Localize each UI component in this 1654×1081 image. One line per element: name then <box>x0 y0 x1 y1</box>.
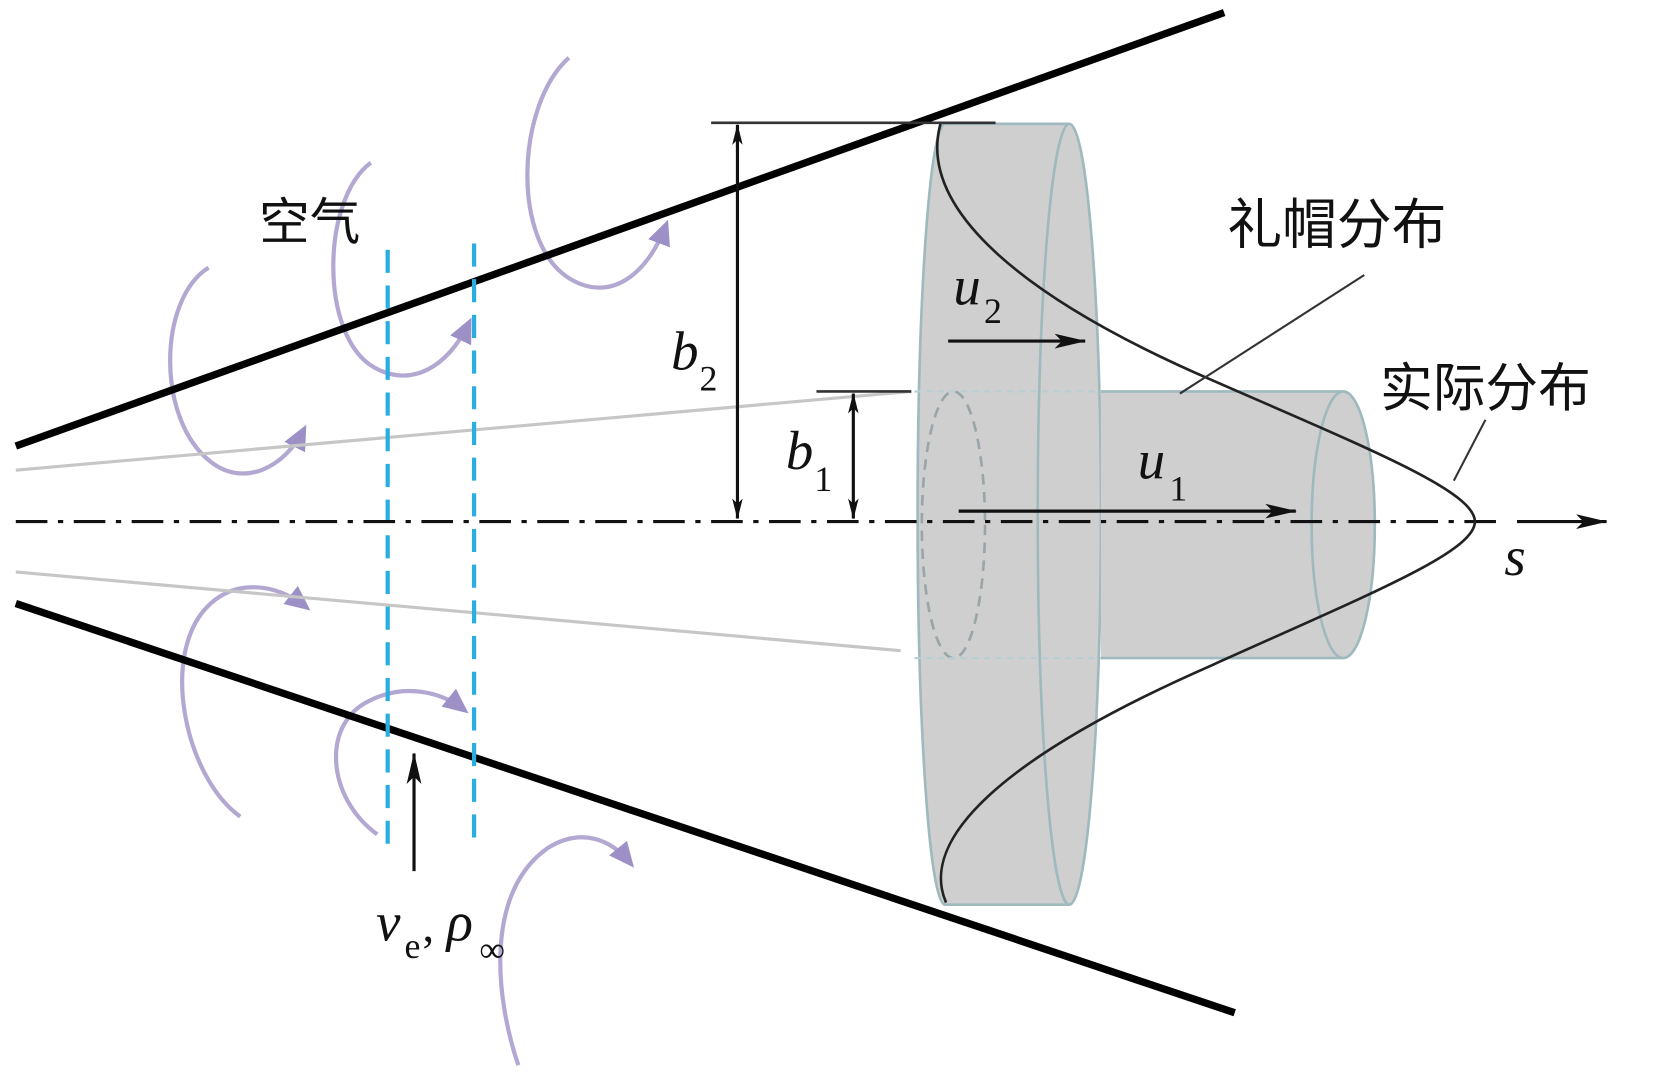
b2-subscript: 2 <box>700 358 718 398</box>
rho-subscript: ∞ <box>479 929 505 969</box>
b1-label: b <box>786 420 813 481</box>
b1-subscript: 1 <box>814 459 832 499</box>
actual-leader-line <box>1452 419 1487 482</box>
inner-cylinder <box>1100 390 1377 660</box>
air-label: 空气 <box>259 193 360 250</box>
outer-cylinder <box>916 122 1103 906</box>
outer-cylinder-right-face <box>1036 122 1103 906</box>
ve-subscript: e <box>405 926 421 966</box>
entrainment-arrows <box>168 56 670 1066</box>
actual-distribution-curve <box>936 122 1477 904</box>
tophat-leader-line <box>1179 274 1365 395</box>
entrainment-arrow <box>331 160 472 378</box>
rho-label: ρ <box>445 891 473 952</box>
entrainment-arrow <box>525 56 670 290</box>
beam-edge-upper <box>15 389 912 472</box>
u2-subscript: 2 <box>984 291 1002 331</box>
b2-label: b <box>671 321 698 382</box>
ve-label: v <box>376 891 401 952</box>
jet-boundary-upper <box>14 9 1226 450</box>
tophat-distribution-label: 礼帽分布 <box>1227 195 1446 256</box>
beam-edge-lower <box>15 570 901 653</box>
entrainment-arrow <box>334 688 469 837</box>
actual-distribution-label: 实际分布 <box>1380 359 1591 418</box>
u1-label: u <box>1138 430 1165 491</box>
jet-boundary-lower <box>14 599 1236 1017</box>
s-axis-label: s <box>1504 526 1525 587</box>
u2-label: u <box>953 255 980 316</box>
inner-cylinder-right-face <box>1310 390 1377 660</box>
label-separator: , <box>422 901 434 952</box>
entrainment-arrow <box>498 835 635 1066</box>
inner-cylinder-body <box>1100 391 1344 659</box>
entrainment-arrow <box>180 585 311 819</box>
u1-subscript: 1 <box>1169 469 1187 509</box>
